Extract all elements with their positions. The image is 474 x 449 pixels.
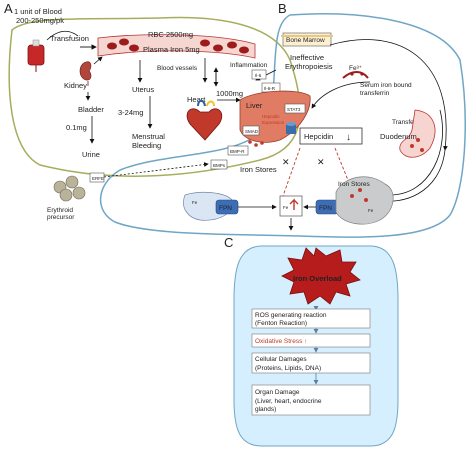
- heart-label: Heart: [187, 95, 206, 104]
- ros-box: [251, 308, 371, 329]
- fe-mid-label: Fe: [283, 205, 289, 210]
- smad-label: SMAD: [245, 129, 259, 134]
- ros-label-2: (Fenton Reaction): [255, 320, 307, 327]
- fpn-right-label: FPN: [319, 205, 332, 212]
- blood-intake-label: 1 unit of Blood: [14, 7, 62, 16]
- stat3-box: [284, 103, 306, 114]
- bmpr-box: [227, 145, 249, 156]
- duodenum-icon: [399, 109, 436, 158]
- smad-box: [242, 125, 260, 136]
- blood-vessels-label: Blood vessels: [157, 65, 198, 72]
- iron-overload-label: Iron Overload: [293, 274, 342, 283]
- blood-cells: [107, 38, 249, 54]
- panel-label-a: A: [4, 1, 13, 16]
- stat3-label: STAT3: [287, 107, 301, 112]
- ineffective-label-2: Erythropoiesis: [285, 62, 333, 71]
- kidney-label: Kidney: [64, 81, 87, 90]
- panel-label-b: B: [278, 1, 287, 16]
- transferrin-label: Transferrin: [392, 119, 424, 126]
- kidney-icon: [79, 61, 92, 86]
- duodenum-label: Duodenum: [380, 132, 417, 141]
- panel-label-c: C: [224, 235, 233, 250]
- block-mark-right: ✕: [317, 157, 325, 167]
- plasma-iron-label: Plasma Iron 5mg: [143, 45, 200, 54]
- transfusion-label: Transfusion: [50, 34, 89, 43]
- bmps-box: [210, 159, 228, 170]
- menstrual-label-1: Menstrual: [132, 132, 165, 141]
- oxidative-box: [251, 333, 371, 348]
- fe-up-arrow: [289, 198, 299, 210]
- fe-left-label: Fe: [192, 200, 198, 205]
- bmpr-label: BMP-R: [230, 149, 245, 154]
- ros-label-1: ROS generating reaction: [255, 312, 327, 319]
- transferrin-bound-icon: [342, 71, 369, 79]
- organ-label-1: Organ Damage: [255, 389, 300, 396]
- hepcidin-expression-label-2: Expression: [262, 120, 285, 125]
- hepcidin-expression-label-1: Hepcidin: [262, 114, 280, 119]
- rbc-label: RBC 2500mg: [148, 30, 193, 39]
- blood-vessel: [97, 34, 256, 59]
- hepcidin-down-arrow: ↓: [346, 132, 351, 143]
- menstrual-label-2: Bleeding: [132, 141, 161, 150]
- fe-serum-box: [279, 195, 303, 217]
- erythroid-cell-icon: [53, 175, 86, 202]
- hepcidin-label: Hepcidin: [304, 132, 333, 141]
- liver-label: Liver: [246, 101, 263, 110]
- erythroid-label-2: precursor: [47, 214, 75, 221]
- erythroid-label-1: Erythroid: [47, 207, 73, 214]
- fe3-label: Fe³⁺: [349, 65, 363, 72]
- serum-label-2: transferrin: [360, 90, 390, 97]
- oxidative-label: Oxidative Stress ↑: [255, 338, 307, 345]
- iron-overload-burst: [281, 247, 361, 305]
- blood-intake-amount: 200-250mg/pk: [16, 16, 64, 25]
- il6-box: [251, 69, 267, 80]
- cellular-label-1: Cellular Damages: [255, 356, 307, 363]
- il6r-label: Il-6-R: [264, 86, 276, 91]
- bladder-amount: 0.1mg: [66, 123, 87, 132]
- blood-bag-icon: [27, 39, 45, 72]
- bone-marrow-label: Bone Marrow: [286, 37, 325, 44]
- organ-label-2: (Liver, heart, endocrine: [255, 398, 322, 405]
- organ-label-3: glands): [255, 406, 276, 413]
- serum-label-1: Serum iron bound: [360, 82, 412, 89]
- block-mark-left: ✕: [282, 157, 290, 167]
- organ-damage-box: [251, 384, 371, 416]
- bladder-label: Bladder: [78, 105, 104, 114]
- ineffective-label-1: Ineffective: [290, 53, 324, 62]
- panel-a-outline: [8, 16, 301, 177]
- hepcidin-box: [299, 127, 363, 145]
- uterus-amount: 3-24mg: [118, 108, 143, 117]
- urine-label: Urine: [82, 150, 100, 159]
- cellular-label-2: (Proteins, Lipids, DNA): [255, 365, 321, 372]
- iron-stores-liver-label: Iron Stores: [240, 165, 277, 174]
- iron-stores-macro-label: Iron Stores: [338, 181, 371, 188]
- erfe-label: ERFE: [92, 176, 104, 181]
- fpn-left-label: FPN: [219, 205, 232, 212]
- uterus-label: Uterus: [132, 85, 154, 94]
- liver-flow-amount: 1000mg: [216, 89, 243, 98]
- bmps-label: BMPs: [213, 163, 226, 168]
- hepcidin-cylinder-icon: [286, 122, 296, 134]
- liver-iron-dots: [248, 140, 264, 147]
- cellular-damage-box: [251, 352, 371, 374]
- fe-right-label: Fe: [368, 208, 374, 213]
- erfe-box: [89, 172, 105, 183]
- il6-label: Il-6: [255, 73, 262, 78]
- heart-icon: [186, 99, 223, 141]
- macrophage-icon: [335, 176, 394, 225]
- inflammation-label: Inflammation: [230, 62, 268, 69]
